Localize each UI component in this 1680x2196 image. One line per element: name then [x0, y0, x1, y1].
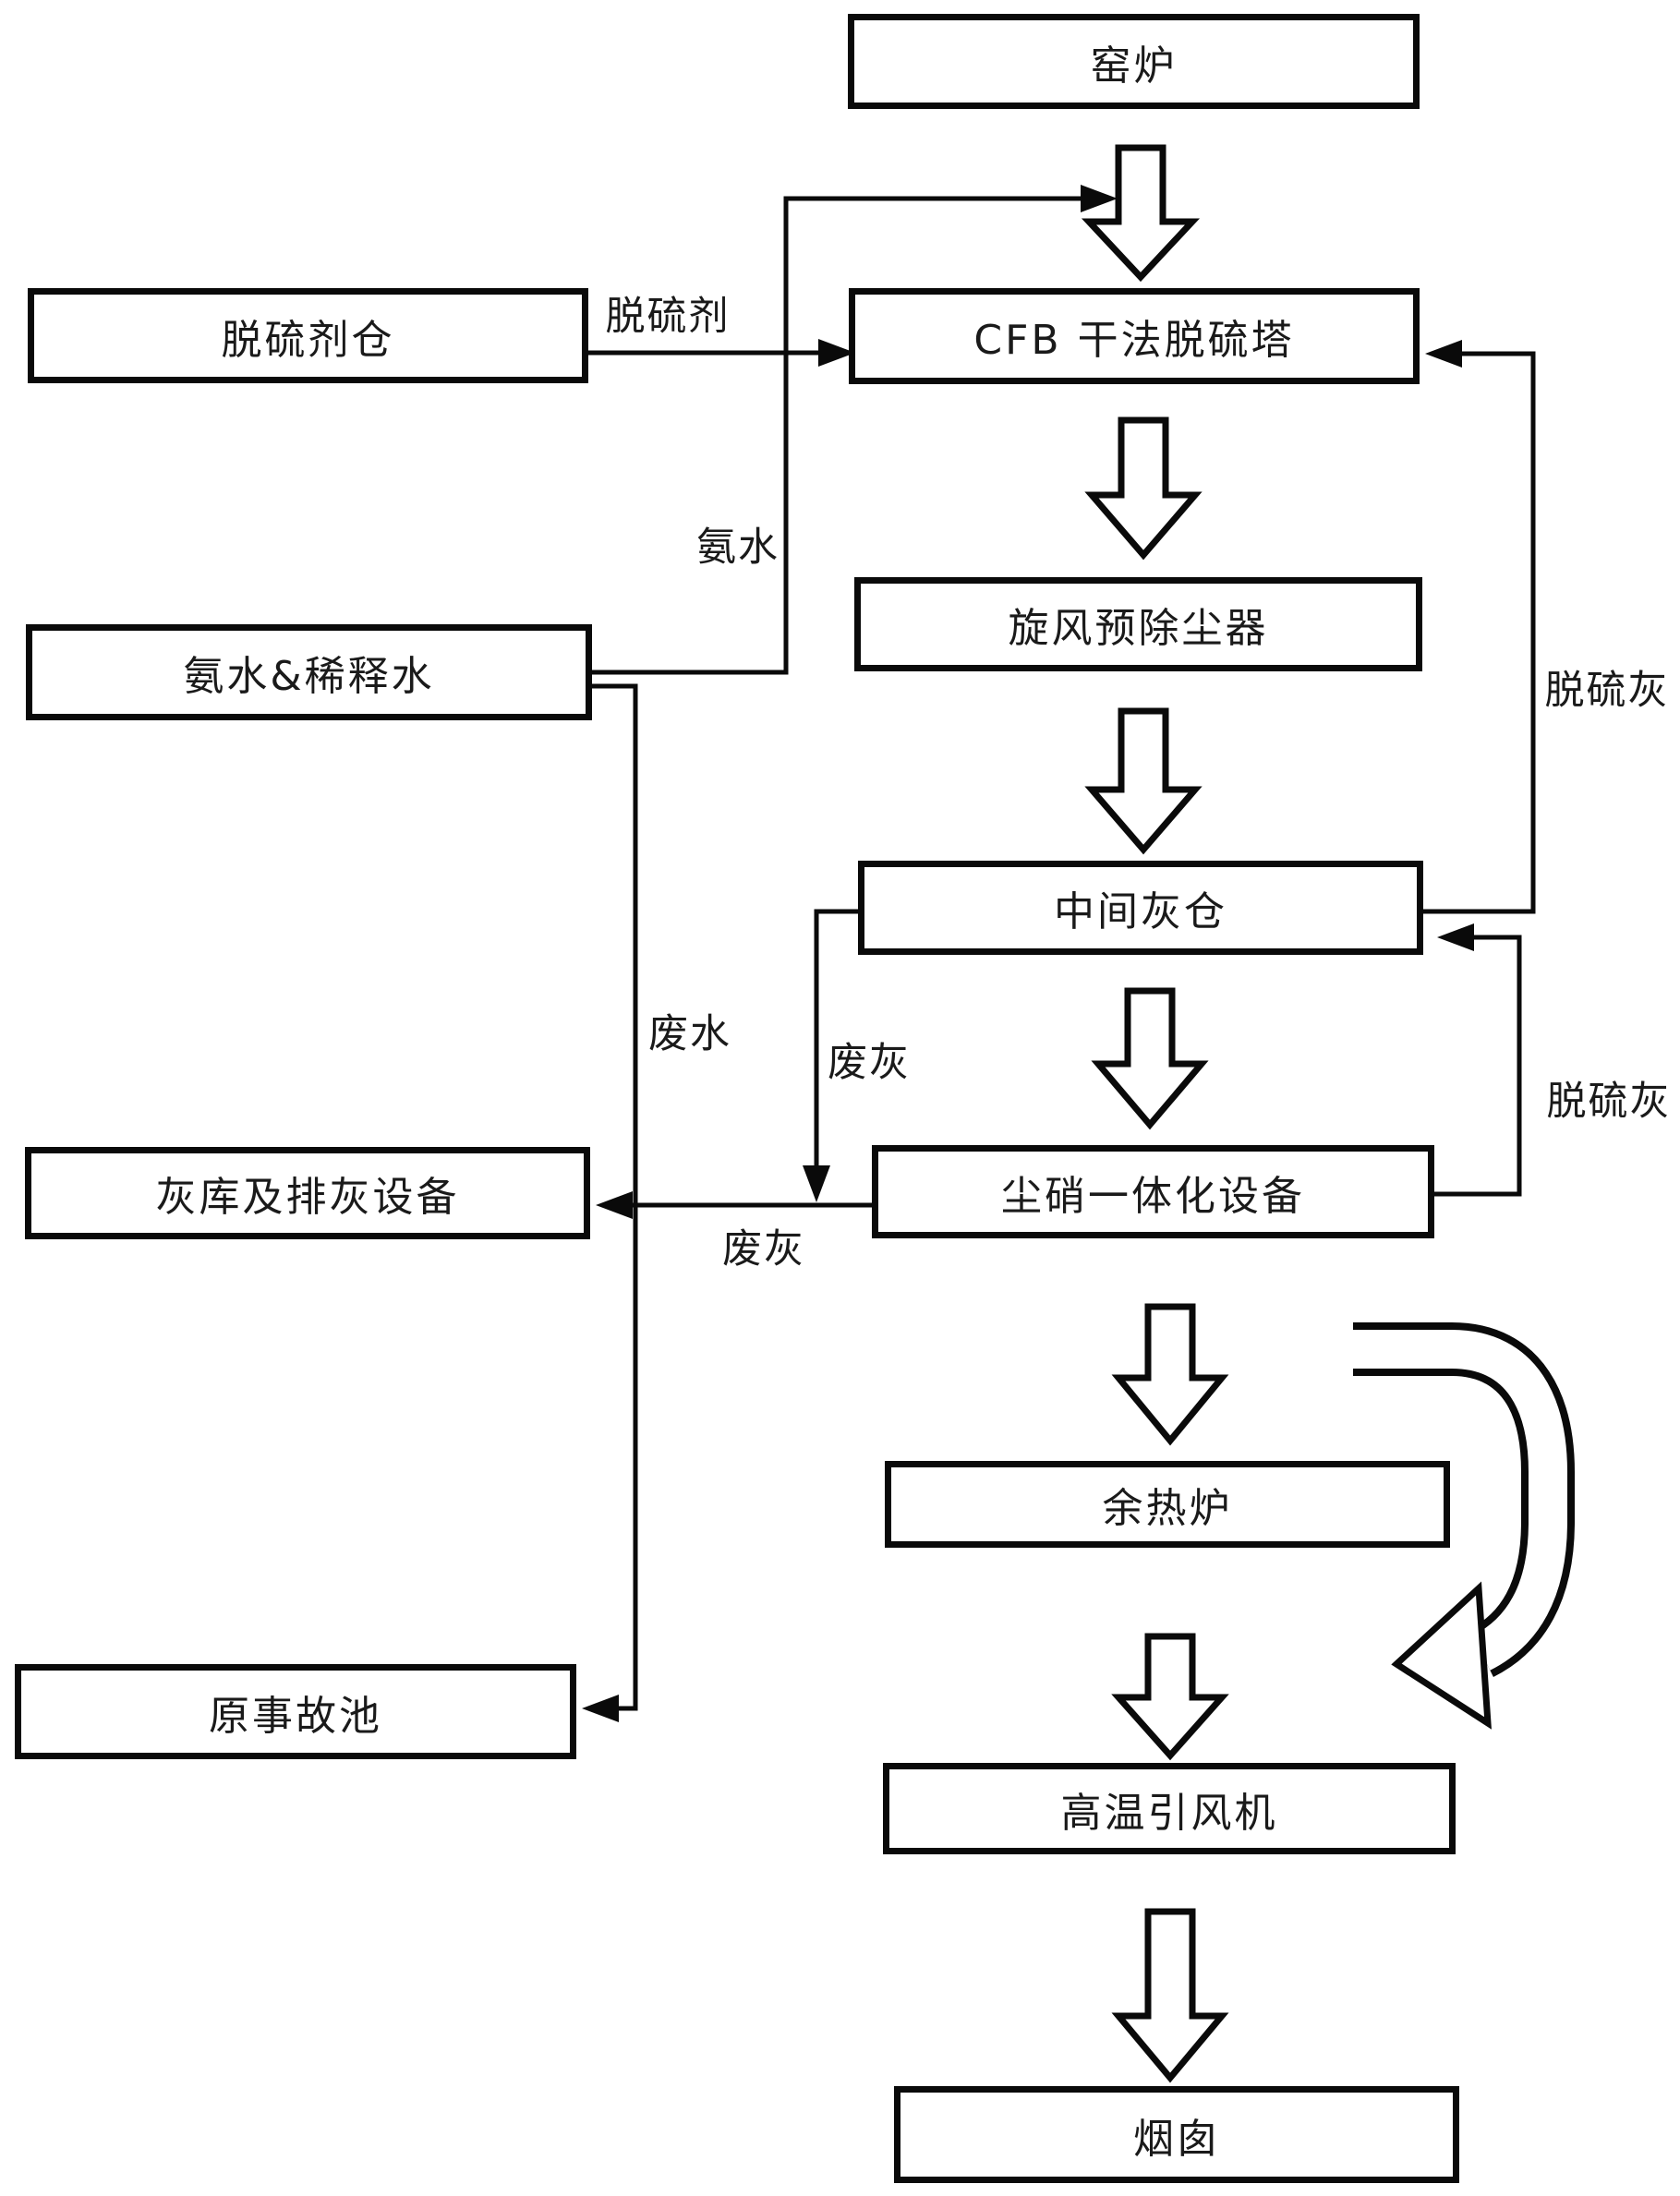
box-ammonia-dilution-water: 氨水&稀释水: [26, 624, 592, 720]
box-accident-pool: 原事故池: [15, 1664, 576, 1759]
flow-label-desulf-ash-lower: 脱硫灰: [1546, 1079, 1672, 1125]
bypass-arrow-inner: [1353, 1330, 1567, 1671]
line-desulf-ash-bin-to-cfb: [1423, 351, 1536, 914]
line-desulf-ash-dustnitrate-to-bin: [1434, 935, 1522, 1197]
arrowhead-desulf-ash-upper: [1425, 340, 1462, 368]
box-ash-storage: 灰库及排灰设备: [25, 1147, 590, 1239]
line-waste-ash-from-bin: [814, 909, 858, 1169]
box-dust-nitrate-unit: 尘硝一体化设备: [872, 1145, 1434, 1238]
flow-label-waste-ash-bottom: 废灰: [722, 1226, 805, 1273]
arrowhead-ammonia: [1081, 185, 1118, 212]
box-waste-heat-furnace: 余热炉: [885, 1461, 1450, 1548]
block-arrow-kiln-to-cfb: [1081, 144, 1201, 283]
flow-label-desulfurizer: 脱硫剂: [605, 294, 731, 340]
block-arrow-fan-to-chimney: [1111, 1908, 1229, 2083]
box-chimney: 烟囱: [894, 2086, 1459, 2183]
box-desulfurizer-bin: 脱硫剂仓: [28, 288, 588, 383]
block-arrow-cfb-to-cyclone: [1084, 416, 1203, 561]
line-ammonia-to-duct: [592, 196, 1084, 675]
arrowhead-wastewater: [582, 1695, 619, 1722]
arrowhead-desulf-ash-lower: [1437, 923, 1474, 951]
arrowhead-waste-ash-left: [596, 1191, 633, 1219]
flow-label-wastewater: 废水: [648, 1011, 731, 1057]
block-arrow-waste-heat-to-fan: [1111, 1633, 1229, 1761]
block-arrow-ash-bin-to-dust-nitrate: [1091, 987, 1209, 1130]
bypass-curved-arrow: [1353, 1322, 1575, 1730]
box-cfb-tower: CFB 干法脱硫塔: [849, 288, 1420, 384]
box-intermediate-ash-bin: 中间灰仓: [858, 861, 1423, 955]
arrowhead-waste-ash-down: [803, 1165, 830, 1202]
box-id-fan: 高温引风机: [883, 1763, 1456, 1854]
box-cyclone-precleaner: 旋风预除尘器: [854, 577, 1422, 671]
arrowhead-desulfurizer: [818, 339, 855, 367]
box-kiln: 窑炉: [848, 14, 1420, 109]
line-wastewater-to-accident-pool: [592, 683, 638, 1711]
flow-label-waste-ash-middle: 废灰: [828, 1040, 911, 1086]
bypass-arrowhead: [1391, 1581, 1492, 1730]
flow-label-desulf-ash-upper: 脱硫灰: [1544, 668, 1670, 714]
block-arrow-dust-nitrate-to-waste-heat: [1111, 1303, 1229, 1446]
flow-label-ammonia: 氨水: [696, 525, 780, 571]
block-arrow-cyclone-to-ash-bin: [1084, 707, 1203, 855]
